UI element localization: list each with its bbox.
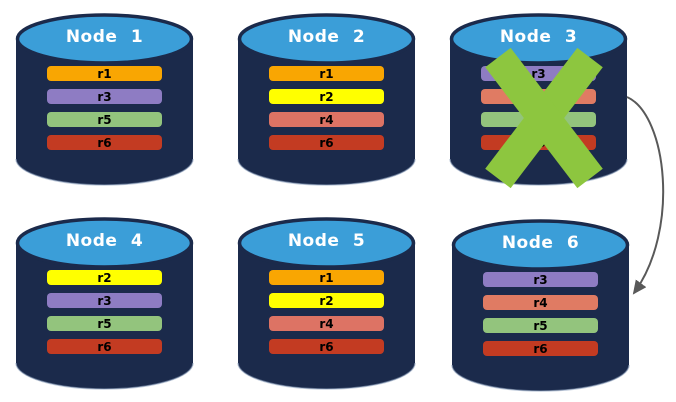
failure-x-icon (485, 47, 603, 189)
replica-label: r4 (319, 112, 334, 127)
replica-bar: r6 (269, 135, 384, 150)
node-title: Node 5 (287, 231, 366, 251)
node-title: Node 4 (65, 231, 144, 251)
replica-label: r1 (97, 66, 112, 81)
replica-label: r5 (533, 318, 548, 333)
replica-label: r5 (97, 112, 112, 127)
replica-label: r6 (319, 135, 334, 150)
replica-bar: r2 (47, 270, 162, 285)
node-title: Node 2 (287, 27, 366, 47)
replica-label: r3 (533, 272, 548, 287)
replica-bar: r3 (47, 89, 162, 104)
node-2: Node 2 r1 r2 r4 r6 (235, 6, 418, 194)
replica-bar: r4 (483, 295, 598, 310)
replica-label: r2 (319, 89, 334, 104)
replica-bar: r6 (269, 339, 384, 354)
replica-label: r4 (319, 316, 334, 331)
replica-bar: r3 (483, 272, 598, 287)
replica-label: r6 (533, 341, 548, 356)
node-1: Node 1 r1 r3 r5 r6 (13, 6, 196, 194)
replica-bar: r1 (47, 66, 162, 81)
node-3: Node 3 r3 r4 r5 r6 (447, 6, 630, 194)
replica-list: r1 r3 r5 r6 (47, 66, 162, 150)
replica-label: r6 (97, 339, 112, 354)
replica-bar: r3 (47, 293, 162, 308)
node-title: Node 3 (499, 27, 578, 47)
replica-list: r1 r2 r4 r6 (269, 66, 384, 150)
replica-bar: r5 (47, 112, 162, 127)
replica-label: r1 (319, 66, 334, 81)
replica-bar: r6 (47, 135, 162, 150)
replica-bar: r4 (269, 112, 384, 127)
replica-list: r3 r4 r5 r6 (483, 272, 598, 356)
replica-bar: r5 (47, 316, 162, 331)
replica-bar: r6 (483, 341, 598, 356)
replica-label: r6 (319, 339, 334, 354)
replica-label: r3 (531, 66, 546, 81)
node-5: Node 5 r1 r2 r4 r6 (235, 210, 418, 398)
replica-list: r2 r3 r5 r6 (47, 270, 162, 354)
replica-label: r1 (319, 270, 334, 285)
replica-bar: r4 (269, 316, 384, 331)
replica-bar: r6 (47, 339, 162, 354)
replica-bar: r1 (269, 270, 384, 285)
replica-label: r3 (97, 293, 112, 308)
replica-bar: r2 (269, 89, 384, 104)
replica-label: r5 (97, 316, 112, 331)
node-4: Node 4 r2 r3 r5 r6 (13, 210, 196, 398)
replica-label: r4 (533, 295, 548, 310)
replica-label: r3 (97, 89, 112, 104)
node-title: Node 6 (501, 233, 580, 253)
node-title: Node 1 (65, 27, 144, 47)
replica-bar: r2 (269, 293, 384, 308)
replica-bar: r5 (483, 318, 598, 333)
replica-label: r2 (97, 270, 112, 285)
replica-list: r1 r2 r4 r6 (269, 270, 384, 354)
failover-arrow (626, 96, 665, 295)
node-6: Node 6 r3 r4 r5 r6 (449, 212, 632, 400)
replica-label: r6 (97, 135, 112, 150)
replica-label: r2 (319, 293, 334, 308)
replica-bar: r1 (269, 66, 384, 81)
